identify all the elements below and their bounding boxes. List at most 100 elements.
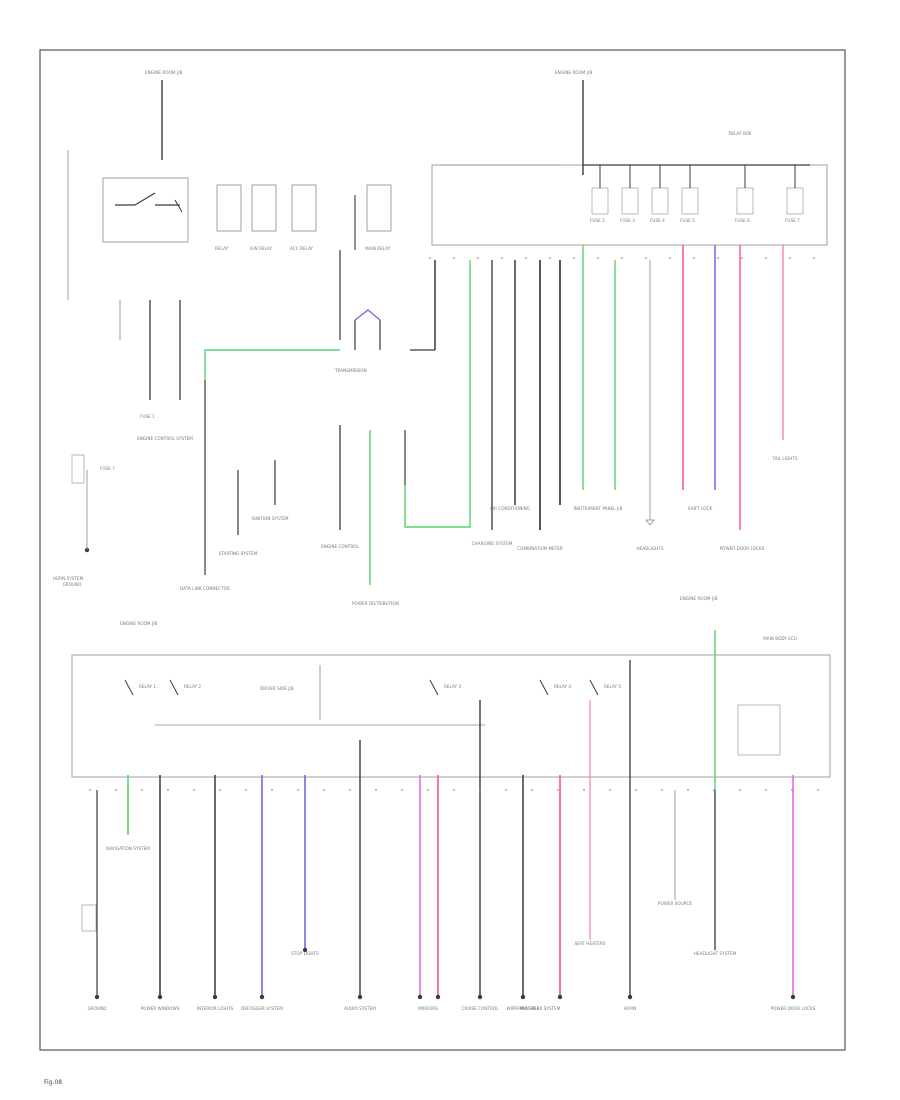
upper-dest-label-8: INSTRUMENT PANEL J/B: [574, 506, 623, 511]
connector-pin: [645, 257, 647, 259]
lower-dest-label-7: CRUISE CONTROL: [461, 1006, 499, 1011]
lower-terminal-12: [790, 994, 796, 1000]
diagram-wires: [67, 80, 819, 1000]
lower-source-left-label: ENGINE ROOM J/B: [120, 621, 157, 626]
connector-pin: [479, 789, 481, 791]
connector-pin: [687, 789, 689, 791]
upper-fuse-small: [71, 454, 85, 484]
fuse-label-r1: FUSE 3: [620, 218, 635, 223]
connector-pin: [427, 789, 429, 791]
lower-terminal-4: [302, 947, 308, 953]
connector-pin: [549, 257, 551, 259]
relay-c-label: ACC RELAY: [290, 246, 313, 251]
fuse-label-r0: FUSE 2: [590, 218, 605, 223]
upper-dest-label-2: STARTING SYSTEM: [219, 551, 258, 556]
upper-dest-label-0: HORN SYSTEM: [53, 576, 84, 581]
upper-dest-label-6: CHARGING SYSTEM: [472, 541, 513, 546]
relay-box-left: [102, 177, 189, 243]
upper-dest-transmission: TRANSMISSION: [334, 368, 367, 373]
relay-c-box: [291, 184, 317, 232]
connector-pin: [765, 789, 767, 791]
lower-terminal-5: [357, 994, 363, 1000]
lower-relay-switch-1: [169, 679, 179, 696]
upper-dest-label-10: SHIFT LOCK: [688, 506, 713, 511]
fuse-box-3: [681, 187, 699, 215]
block-lower-mid-label: DRIVER SIDE J/B: [260, 686, 294, 691]
block-lower-right-label: MAIN BODY ECU: [763, 636, 797, 641]
lower-dest-label-14: NAVIGATION SYSTEM: [106, 846, 150, 851]
connector-pin: [693, 257, 695, 259]
connector-pin: [717, 257, 719, 259]
connector-pin: [115, 789, 117, 791]
connector-pin: [375, 789, 377, 791]
connector-pin: [791, 789, 793, 791]
lower-relay-label-2: RELAY 3: [444, 684, 461, 689]
upper-source-left-label: ENGINE ROOM J/B: [145, 70, 182, 75]
connector-pin: [477, 257, 479, 259]
green-wire-c: [404, 260, 471, 528]
fuse-box-1: [621, 187, 639, 215]
fuse-label-1: FUSE 1: [140, 414, 155, 419]
upper-dest-label-12: TAIL LIGHTS: [771, 456, 798, 461]
connector-pin: [621, 257, 623, 259]
lower-terminal-10: [557, 994, 563, 1000]
connector-pin: [557, 789, 559, 791]
upper-fuse-small-label: FUSE 7: [100, 466, 115, 471]
upper-dest-label-9: HEADLIGHTS: [636, 546, 663, 551]
fuse-label-r2: FUSE 4: [650, 218, 665, 223]
lower-dest-label-6: MIRRORS: [418, 1006, 438, 1011]
lower-terminal-8: [477, 994, 483, 1000]
connector-pin: [597, 257, 599, 259]
lower-terminal-0: [94, 994, 100, 1000]
relay-switch: [174, 199, 183, 213]
page-code: Fig.08: [44, 1079, 63, 1086]
lower-source-right-label: ENGINE ROOM J/B: [680, 596, 717, 601]
connector-pin: [813, 257, 815, 259]
lower-relay-switch-2: [429, 679, 439, 696]
connector-pin: [505, 789, 507, 791]
connector-pin: [661, 789, 663, 791]
relay-a-box: [216, 184, 242, 232]
lower-terminal-3: [259, 994, 265, 1000]
connector-pin: [401, 789, 403, 791]
lower-relay-box: [737, 704, 781, 756]
upper-ground-label: GROUND: [63, 582, 82, 587]
connector-pin: [429, 257, 431, 259]
upper-dest-label-7: COMBINATION METER: [517, 546, 563, 551]
lower-dest-label-10: HORN: [624, 1006, 637, 1011]
connector-pin: [501, 257, 503, 259]
connector-pin: [713, 789, 715, 791]
connector-pin: [669, 257, 671, 259]
connector-pin: [583, 789, 585, 791]
connector-pin: [193, 789, 195, 791]
fuse-box-4: [736, 187, 754, 215]
connector-pin: [609, 789, 611, 791]
green-wire-a: [204, 349, 340, 380]
connector-pin: [741, 257, 743, 259]
lower-relay-label-0: RELAY 1: [139, 684, 156, 689]
connector-pin: [141, 789, 143, 791]
lower-dest-label-13: POWER DOOR LOCKS: [771, 1006, 816, 1011]
lower-relay-label-4: RELAY 5: [604, 684, 621, 689]
fuse-label-r4: FUSE 6: [735, 218, 750, 223]
fuse-label-r5: FUSE 7: [785, 218, 800, 223]
upper-dest-label-11: POWER DOOR LOCKS: [720, 546, 765, 551]
relay-contact: [134, 192, 156, 206]
lower-terminal-6: [417, 994, 423, 1000]
lower-dest-label-15: MULTIPLEX SYSTEM: [520, 1006, 561, 1011]
relay-d-label: MAIN RELAY: [365, 246, 391, 251]
upper-dest-label-3: IGNITION SYSTEM: [251, 516, 288, 521]
connector-pin: [89, 789, 91, 791]
connector-pin: [739, 789, 741, 791]
lower-dest-label-8: WIPER/WASHER: [506, 1006, 539, 1011]
lower-fuse-left: [81, 904, 97, 932]
upper-dest-label-13: AIR CONDITIONING: [490, 506, 530, 511]
connector-pin: [573, 257, 575, 259]
upper-dest-label-1: ENGINE CONTROL SYSTEM: [137, 436, 193, 441]
connector-pin: [245, 789, 247, 791]
connector-pin: [167, 789, 169, 791]
lower-terminal-2: [212, 994, 218, 1000]
relay-d-box: [366, 184, 392, 232]
